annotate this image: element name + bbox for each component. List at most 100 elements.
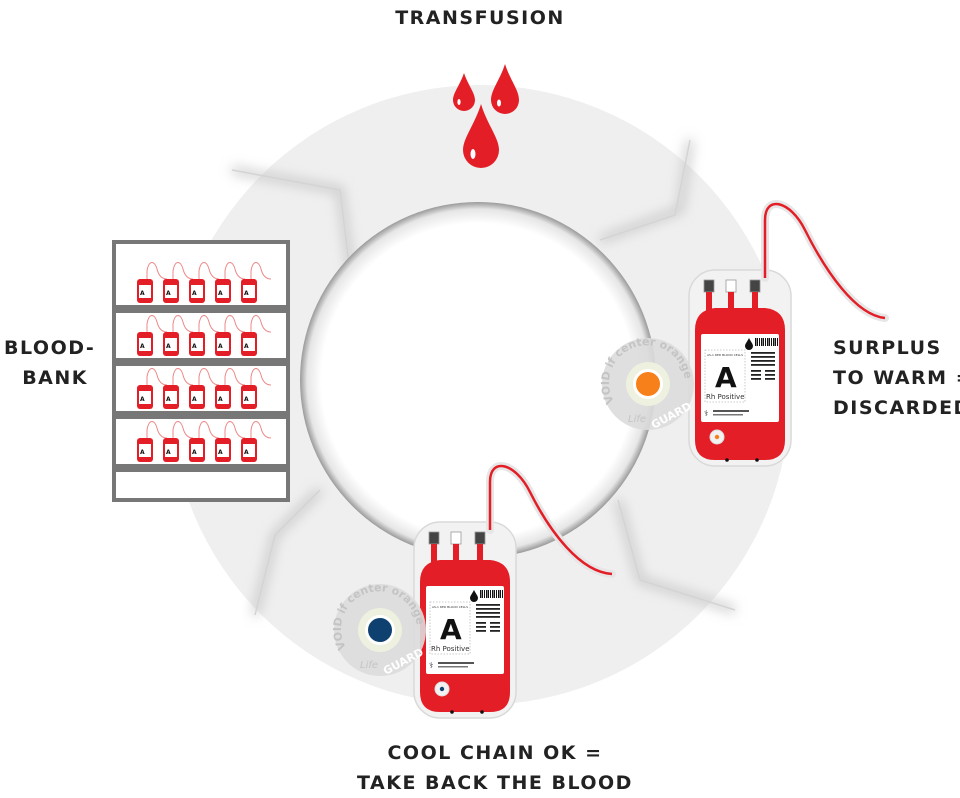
mini-bag-type: A [140,396,145,403]
bag-tube [488,464,613,576]
bag-barcode-bar [482,590,483,598]
mini-bag-type: A [140,343,145,350]
mini-bag-tube [172,315,194,334]
bag-label-line [751,374,761,376]
bag-barcode-bar [773,338,775,346]
ring-joint-shadow [598,139,693,243]
bag-barcode-bar [484,590,485,598]
indicator-brand-life: Life [628,414,646,425]
mini-bag-label [217,285,229,298]
mini-bag-tube [146,368,168,387]
bag-hole [480,710,484,714]
indicator-center-dot [368,618,392,642]
mini-bag-type: A [244,343,249,350]
mini-blood-bag: A [241,421,272,462]
mini-blood-bag: A [137,368,168,409]
mini-bag-label [191,285,203,298]
mini-bag-tube [250,315,272,334]
bag-blood-type: A [715,361,737,394]
bag-port [703,279,715,293]
mini-bag-label [165,338,177,351]
mini-blood-bag: A [215,262,246,303]
bag-port [428,531,440,545]
stage-label-line: BLOOD- [4,337,96,359]
mini-bag-type: A [166,396,171,403]
bag-label-line [476,604,500,606]
stage-label-line: DISCARDED [833,397,960,419]
mini-blood-bag: A [163,315,194,356]
bag-barcode-bar [502,590,503,598]
mini-bag-type: A [244,449,249,456]
mini-bag-tube [172,262,194,281]
mini-bag-label [139,338,151,351]
stage-label-blood-bank: BLOOD- BANK [4,333,96,393]
mini-blood-bag: A [215,368,246,409]
bag-label-line [765,370,775,372]
stage-label-line: TAKE BACK THE BLOOD [357,772,633,794]
mini-bag-type: A [192,343,197,350]
mini-bag-label [243,338,255,351]
mini-blood-bag: A [137,421,168,462]
mini-bag-type: A [140,290,145,297]
medical-symbol-icon: ⚕ [429,661,433,670]
mini-bag-label [191,444,203,457]
mini-bag-tube [198,262,220,281]
mini-bag-label [217,391,229,404]
bag-port-stem [453,544,459,566]
mini-bag-type: A [166,343,171,350]
mini-bag-label [191,338,203,351]
mini-bag-type: A [244,290,249,297]
bag-label-line [713,410,749,412]
mini-bag-tube [224,368,246,387]
bag-blood-type: A [440,613,462,646]
mini-bag-label [243,391,255,404]
stage-label-line: TO WARM = [833,367,960,389]
ring-joint [617,499,736,611]
mini-bag-label [139,444,151,457]
bag-label-type-box [704,349,746,403]
bag-port [450,531,462,545]
bag-label-line [476,612,500,614]
mini-bag-label [217,444,229,457]
mini-bag-label [243,444,255,457]
ring-joint [231,169,353,291]
bag-barcode-bar [496,590,497,598]
bag-barcode-bar [494,590,495,598]
blood-drop-icon [470,590,478,602]
bag-barcode-bar [769,338,770,346]
bag-barcode-bar [763,338,764,346]
bag-label-line [751,378,761,380]
bag-label-line [438,662,474,664]
bag-label-line [765,374,775,376]
mini-blood-bag: A [163,262,194,303]
mini-bag-tube [250,421,272,440]
bag-hole [755,458,759,462]
mini-blood-bag: A [189,368,220,409]
bag-mini-indicator-dot [439,686,445,692]
bag-label-line [476,622,486,624]
mini-bag-tube [172,421,194,440]
bag-rh-text: Rh Positive [706,393,745,401]
bag-label-line [713,414,743,416]
bag-label-line [476,608,500,610]
mini-bag-type: A [244,396,249,403]
bag-barcode-bar [757,338,758,346]
ring-joint [599,139,691,241]
blood-drop-icon [745,338,753,350]
mini-bag-type: A [192,290,197,297]
mini-blood-bag: A [241,368,272,409]
stage-label-transfusion: TRANSFUSION [0,3,960,33]
mini-bag-type: A [218,290,223,297]
bag-port-stem [728,292,734,314]
shelf-plank [116,305,286,313]
bag-label-line [476,616,500,618]
ring-center [300,202,656,558]
bag-barcode-bar [759,338,760,346]
bag-label-line [765,378,775,380]
indicator-brand-life: Life [360,660,378,671]
bag-barcode-bar [490,590,491,598]
bag-barcode-bar [765,338,766,346]
